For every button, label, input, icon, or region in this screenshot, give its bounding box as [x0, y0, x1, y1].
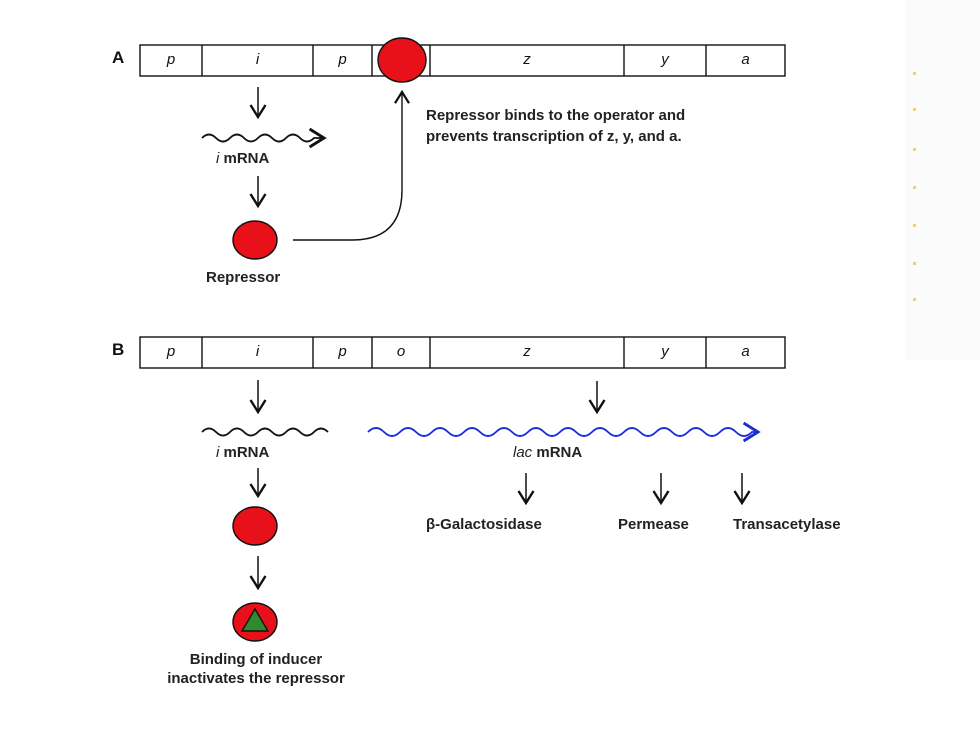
lac-mrna-suffix: mRNA [532, 444, 583, 461]
segment-a-a: a [741, 51, 750, 68]
lac-mrna-gene: lac [513, 444, 533, 461]
protein-transacetylase: Transacetylase [733, 516, 841, 533]
caption-a-line1: Repressor binds to the operator and [426, 107, 686, 124]
caption-b-line1: Binding of inducer [189, 651, 323, 668]
segment-a-p1: p [166, 51, 176, 68]
bound-repressor [377, 37, 427, 83]
edge-dot [913, 72, 916, 75]
protein-galactosidase: β-Galactosidase [426, 516, 542, 533]
protein-permease: Permease [618, 516, 689, 533]
segment-a-p2: p [338, 51, 347, 68]
segment-b-y: y [661, 343, 669, 360]
segment-b-a: a [741, 343, 750, 360]
arrow-repressor-to-operator [293, 89, 410, 241]
edge-dot [913, 298, 916, 301]
i-mrna-label-b: i mRNA [216, 444, 269, 461]
wavy-lac-mrna [367, 421, 761, 443]
edge-strip [905, 0, 980, 360]
segment-b-i: i [255, 343, 260, 360]
repressor-label: Repressor [206, 269, 281, 286]
i-mrna-suffix-b: mRNA [219, 444, 270, 461]
edge-dot [913, 148, 916, 151]
i-mrna-gene-b: i [216, 444, 220, 461]
edge-dot [913, 108, 916, 111]
panel-a-label: A [112, 48, 125, 67]
repressor-protein-a [232, 220, 278, 260]
i-mrna-label-a: i mRNA [216, 150, 269, 167]
wavy-i-mrna-b [201, 427, 329, 437]
panel-b-label: B [112, 340, 125, 359]
edge-dot [913, 224, 916, 227]
gene-bar-b [139, 336, 786, 369]
caption-a-line2: prevents transcription of z, y, and a. [426, 128, 682, 145]
edge-dot [913, 186, 916, 189]
inducer-triangle-icon [240, 607, 270, 632]
lac-mrna-label: lac mRNA [513, 444, 582, 461]
i-mrna-gene-a: i [216, 150, 220, 167]
wavy-i-mrna-a [201, 127, 327, 149]
segment-a-i: i [255, 51, 260, 68]
edge-dot [913, 262, 916, 265]
segment-b-p1: p [166, 343, 176, 360]
repressor-protein-b [232, 506, 278, 546]
segment-b-o: o [396, 343, 406, 360]
segment-b-p2: p [338, 343, 347, 360]
segment-b-z: z [523, 343, 531, 360]
caption-b-line2: inactivates the repressor [167, 670, 345, 687]
segment-a-y: y [661, 51, 669, 68]
gene-bar-a [139, 44, 786, 77]
segment-a-z: z [523, 51, 531, 68]
i-mrna-suffix-a: mRNA [219, 150, 270, 167]
